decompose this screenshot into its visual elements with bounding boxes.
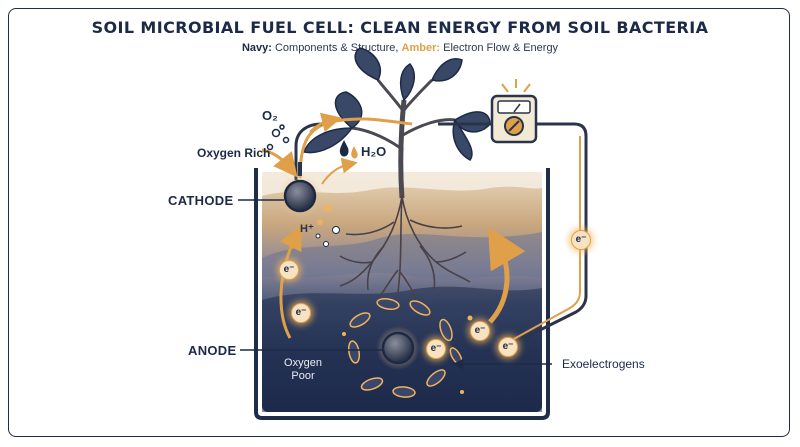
cathode-electrode bbox=[278, 174, 322, 218]
anode-electrode bbox=[376, 326, 420, 370]
water-molecule-label: H₂O bbox=[361, 144, 387, 159]
electron-badge: e⁻ bbox=[470, 321, 490, 341]
oxygen-molecule-label: O₂ bbox=[262, 108, 278, 123]
legend-amber-text: Electron Flow & Energy bbox=[443, 42, 559, 54]
electron-badge: e⁻ bbox=[279, 260, 299, 280]
legend-navy-key: Navy: bbox=[241, 42, 272, 54]
electron-badge: e⁻ bbox=[426, 339, 446, 359]
water-formation-arrow bbox=[321, 157, 358, 185]
leaf bbox=[399, 63, 416, 102]
water-droplet-icon bbox=[339, 140, 358, 159]
legend-amber-key: Amber: bbox=[401, 42, 441, 54]
exoelectrogen-bacteria bbox=[342, 297, 473, 398]
plant-roots bbox=[339, 195, 471, 299]
voltmeter-icon bbox=[490, 79, 538, 144]
cathode-label: CATHODE bbox=[168, 193, 234, 208]
oxygen-poor-label: Oxygen Poor bbox=[284, 357, 322, 382]
electron-badge: e⁻ bbox=[498, 337, 518, 357]
leaf bbox=[430, 58, 463, 82]
oxygen-rich-label: Oxygen Rich bbox=[197, 146, 271, 160]
electron-flow-arrow-right bbox=[487, 226, 526, 324]
electron-badge: e⁻ bbox=[291, 303, 311, 323]
electron-badge: e⁻ bbox=[571, 230, 591, 250]
oxygen-flow-arrow bbox=[261, 148, 298, 178]
external-circuit-wire bbox=[294, 112, 588, 346]
diagram-title: SOIL MICROBIAL FUEL CELL: CLEAN ENERGY F… bbox=[91, 18, 709, 37]
anode-label: ANODE bbox=[188, 343, 237, 358]
leaf bbox=[354, 47, 381, 81]
oxygen-bubbles bbox=[266, 124, 290, 151]
leaf bbox=[334, 91, 363, 129]
electron-flow-arrow-left bbox=[279, 225, 302, 339]
proton-label: H⁺ bbox=[300, 223, 314, 235]
exoelectrogens-label: Exoelectrogens bbox=[562, 357, 645, 371]
leaf bbox=[452, 118, 473, 161]
proton-bubbles bbox=[315, 204, 340, 247]
